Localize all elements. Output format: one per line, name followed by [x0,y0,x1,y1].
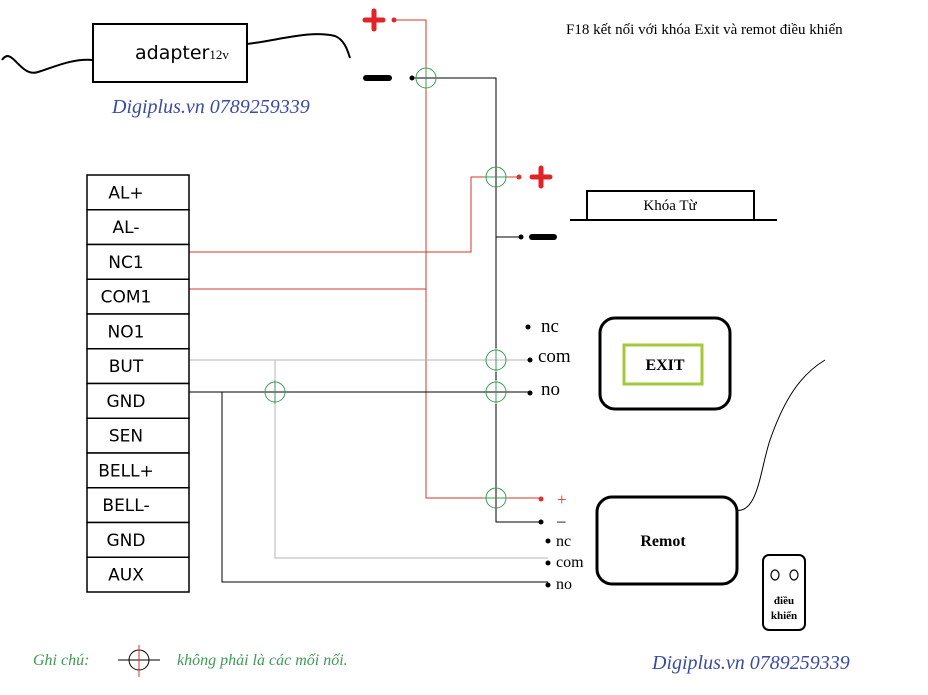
exit-frame [622,343,704,386]
terminal-label: SEN [109,427,143,447]
remote-antenna [734,359,826,511]
remote-label: Remot [640,533,686,550]
remote-housing [595,495,739,586]
terminal-cell [86,521,190,558]
terminal-label: NC1 [108,253,143,273]
crossover-icon [484,166,508,188]
wire-but-to-remote-com [274,360,548,559]
legend: Ghi chú: không phải là các mối nối. [33,645,348,677]
key-fob: điều khiển [762,554,806,631]
diagram-title: F18 kết nối với khóa Exit và remot điều … [566,22,843,38]
terminal-label: BELL+ [98,461,154,481]
terminal-cell [86,417,190,454]
terminal-label: COM1 [101,288,152,308]
lock-plus-dot [516,174,522,180]
exit-button: EXIT [598,316,732,411]
terminal-cell [86,348,190,385]
terminal-cell [86,487,190,524]
terminal-label: GND [107,531,146,551]
exit-no-dot [527,390,533,396]
key-fob-button-icon [770,569,780,581]
terminal-label: BUT [109,357,144,377]
magnetic-lock: Khóa Từ [570,190,777,221]
lock-body [586,190,755,221]
crossover-icon [485,348,507,372]
wire-nc1-to-lock [189,176,519,253]
lock-minus-dot [518,234,524,240]
exit-com-dot [527,357,533,363]
crossover-icon [484,487,508,509]
adapter-plus-icon [362,8,386,32]
terminal-cell [86,243,190,280]
terminal-label: AUX [108,566,144,586]
terminal-cell [86,209,190,246]
crossover-legend-icon [118,645,160,677]
adapter-label: adapter12v [135,42,229,64]
exit-pin-nc: nc [541,316,559,337]
crossover-markers [264,66,508,509]
legend-text: không phải là các mối nối. [177,652,348,669]
crossover-icon [264,380,286,404]
remote-com-dot [545,560,551,566]
terminal-cell [86,556,190,593]
remote-pin-plus: + [557,490,567,509]
terminal-label: BELL- [102,496,149,516]
wire-power-negative [412,77,541,523]
terminal-label: NO1 [108,322,145,342]
remote-pin-minus: – [556,511,566,530]
lock-label: Khóa Từ [643,198,697,214]
watermark-top: Digiplus.vn 0789259339 [111,96,310,118]
adapter-cable-right [246,33,351,59]
key-fob-button-icon [789,569,799,581]
remote-no-dot [545,582,551,588]
remote-pin-com: com [556,554,584,571]
exit-pin-no: no [541,379,560,400]
wire-power-positive [394,19,541,499]
legend-prefix: Ghi chú: [33,652,89,669]
remote-pin-nc: nc [556,533,571,550]
remote-nc-dot [545,538,551,544]
key-fob-label-1: điều [774,595,794,607]
remote-plus-dot [538,496,544,502]
watermark-bottom: Digiplus.vn 0789259339 [651,652,850,674]
remote-receiver: Remot [595,495,739,586]
adapter-box [92,23,248,83]
terminal-cell [86,452,190,489]
crossover-icon [485,380,507,404]
terminal-label: AL+ [108,183,143,203]
terminal-label: GND [107,392,146,412]
terminal-label: AL- [113,218,140,238]
key-fob-label-2: khiển [771,610,797,622]
remote-minus-dot [538,519,544,525]
terminal-cell [86,313,190,350]
exit-nc-dot [525,324,531,330]
terminal-cell [86,174,190,211]
remote-pin-no: no [556,576,572,593]
crossover-icon [415,66,437,90]
adapter-cable-left [1,55,94,74]
exit-label: EXIT [645,357,684,374]
terminal-cell [86,278,190,315]
exit-pin-com: com [538,346,571,367]
wire-gnd-to-remote-no [221,392,548,583]
lock-plus-icon [529,165,553,189]
